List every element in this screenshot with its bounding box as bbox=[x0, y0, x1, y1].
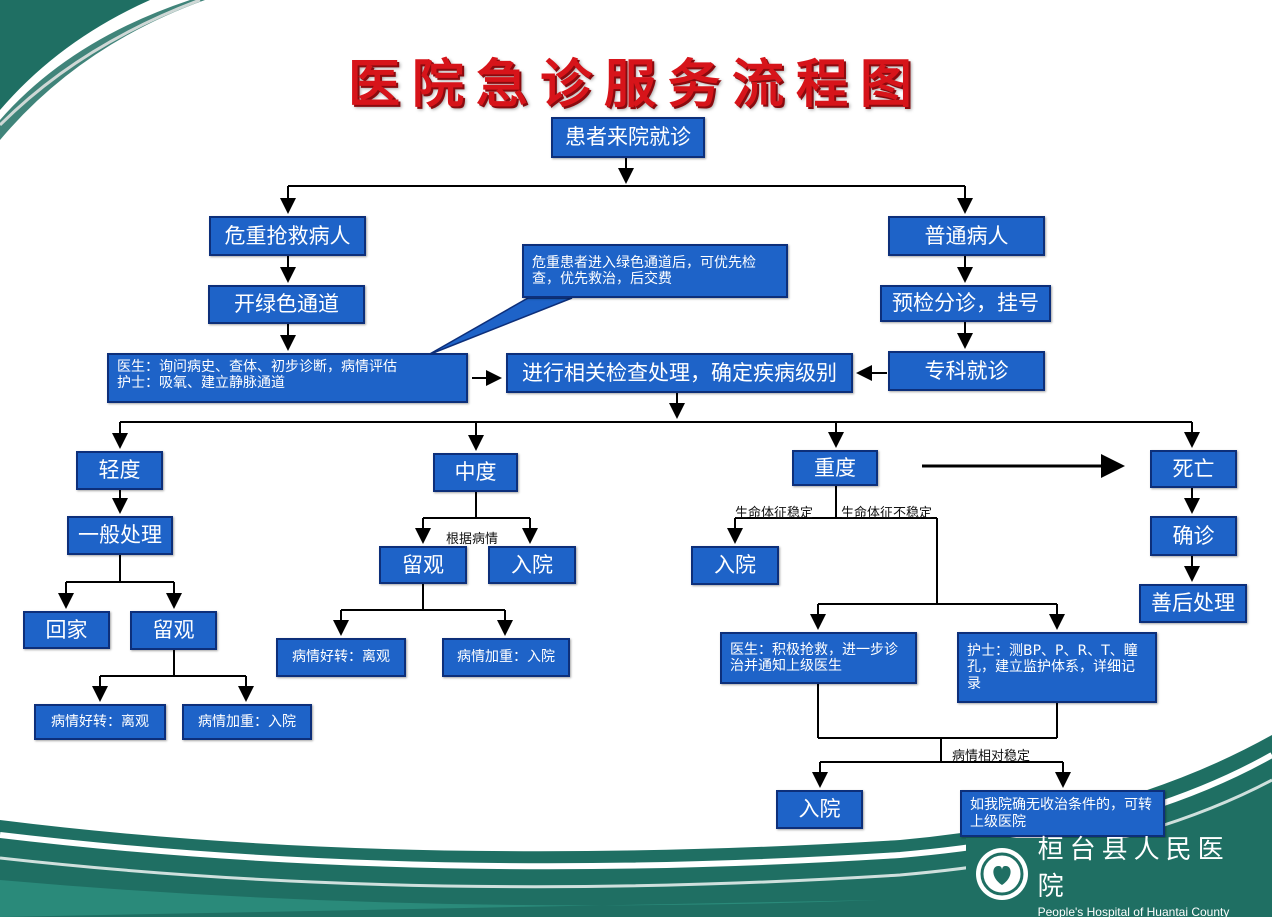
label-unstable: 生命体征不稳定 bbox=[841, 506, 933, 521]
hospital-name-cn: 桓台县人民医院 bbox=[1037, 835, 1230, 902]
node-death: 死亡 bbox=[1150, 450, 1237, 488]
node-worse-moderate: 病情加重：入院 bbox=[442, 638, 570, 677]
node-worse-mild: 病情加重：入院 bbox=[182, 704, 312, 740]
nurse-line: 护士：吸氧、建立静脉通道 bbox=[117, 375, 285, 392]
node-home: 回家 bbox=[23, 611, 110, 649]
node-doctor-nurse: 医生：询问病史、查体、初步诊断，病情评估 护士：吸氧、建立静脉通道 bbox=[107, 353, 468, 403]
node-observe-mild: 留观 bbox=[130, 611, 217, 650]
node-triage: 预检分诊，挂号 bbox=[880, 285, 1051, 322]
doctor-line: 医生：询问病史、查体、初步诊断，病情评估 bbox=[117, 359, 397, 375]
node-normal: 普通病人 bbox=[888, 216, 1045, 256]
node-admit-severe: 入院 bbox=[691, 546, 779, 585]
page-title: 医院急诊服务流程图 bbox=[347, 55, 924, 115]
node-green-note: 危重患者进入绿色通道后，可优先检查，优先救治，后交费 bbox=[522, 244, 788, 298]
node-transfer: 如我院确无收治条件的，可转上级医院 bbox=[960, 790, 1165, 837]
node-exam: 进行相关检查处理，确定疾病级别 bbox=[506, 353, 853, 393]
node-green-channel: 开绿色通道 bbox=[208, 285, 365, 324]
node-general: 一般处理 bbox=[67, 516, 173, 555]
hospital-emblem-icon bbox=[976, 848, 1028, 900]
label-relatively-stable: 病情相对稳定 bbox=[952, 749, 1031, 764]
node-improve-mild: 病情好转：离观 bbox=[34, 704, 166, 740]
node-arrive: 患者来院就诊 bbox=[551, 117, 705, 158]
node-severe: 重度 bbox=[792, 450, 878, 486]
hospital-logo: 桓台县人民医院 People's Hospital of Huantai Cou… bbox=[966, 835, 1260, 919]
label-by-condition: 根据病情 bbox=[446, 532, 499, 547]
node-critical: 危重抢救病人 bbox=[209, 216, 366, 256]
node-nurse-monitor: 护士：测BP、P、R、T、瞳孔，建立监护体系，详细记录 bbox=[957, 632, 1157, 703]
node-admit-final: 入院 bbox=[776, 790, 863, 829]
hospital-name-en: People's Hospital of Huantai County bbox=[1037, 905, 1230, 919]
node-moderate: 中度 bbox=[433, 453, 518, 492]
node-aftercare: 善后处理 bbox=[1139, 584, 1247, 623]
node-specialist: 专科就诊 bbox=[888, 351, 1045, 391]
node-observe-moderate: 留观 bbox=[379, 546, 467, 584]
node-mild: 轻度 bbox=[76, 451, 163, 490]
node-confirm: 确诊 bbox=[1150, 516, 1237, 556]
node-doctor-rescue: 医生：积极抢救，进一步诊治并通知上级医生 bbox=[720, 632, 917, 684]
node-admit-moderate: 入院 bbox=[488, 546, 576, 584]
node-improve-moderate: 病情好转：离观 bbox=[276, 638, 406, 677]
label-stable: 生命体征稳定 bbox=[735, 506, 814, 521]
